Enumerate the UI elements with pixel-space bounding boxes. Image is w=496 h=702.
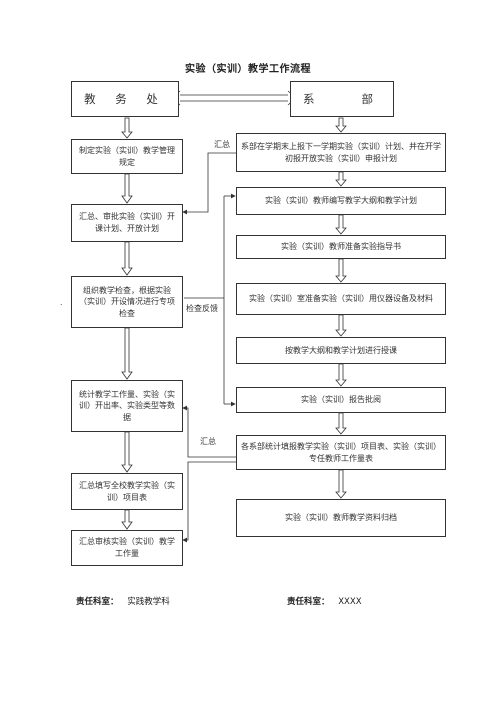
left-step-3: 组织教学检查，根据实验（实训）开设情况进行专项检查 — [71, 276, 183, 328]
label-summary-bottom: 汇总 — [200, 437, 216, 446]
footer-value-1: 实践教学科 — [127, 597, 170, 607]
left-step-4: 统计教学工作量、实验（实训）开出率、实验类型等数据 — [71, 380, 183, 432]
label-check-feedback: 检查反馈 — [186, 304, 218, 313]
footer-value-2: XXXX — [338, 597, 362, 607]
left-step-1: 制定实验（实训）教学管理规定 — [71, 139, 183, 174]
header-academic-affairs: 教 务 处 — [71, 81, 179, 117]
right-step-4: 实验（实训）室准备实验（实训）用仪器设备及材料 — [236, 283, 446, 315]
right-step-8: 实验（实训）教师教学资料归档 — [236, 499, 446, 537]
stray-dot: . — [60, 298, 63, 307]
header-link-arrow — [171, 90, 297, 106]
footer-responsible-2: 责任科室： XXXX — [287, 595, 362, 607]
footer-label-2: 责任科室： — [287, 597, 330, 607]
footer-responsible-1: 责任科室： 实践教学科 — [76, 595, 170, 607]
page-title: 实验（实训）教学工作流程 — [185, 64, 311, 75]
right-step-6: 实验（实训）报告批阅 — [236, 387, 446, 413]
right-step-5: 按教学大纲和教学计划进行授课 — [236, 337, 446, 364]
right-flow-arrows — [335, 117, 347, 499]
right-step-7: 各系部统计填报教学实验（实训）项目表、实验（实训）专任教师工作量表 — [236, 435, 446, 470]
left-flow-arrows — [121, 117, 133, 530]
left-step-2: 汇总、审批实验（实训）开课计划、开放计划 — [71, 204, 183, 242]
right-step-3: 实验（实训）教师准备实验指导书 — [236, 235, 446, 259]
left-step-6: 汇总审核实验（实训）教学工作量 — [71, 530, 183, 566]
left-step-5: 汇总填写全校教学实验（实训）项目表 — [71, 473, 183, 510]
label-summary-top: 汇总 — [214, 140, 230, 149]
right-step-1: 系部在学期末上报下一学期实验（实训）计划、并在开学初报开放实验（实训）申报计划 — [236, 133, 446, 172]
right-step-2: 实验（实训）教师编写教学大纲和教学计划 — [236, 187, 446, 215]
header-department: 系 部 — [290, 81, 394, 117]
footer-label-1: 责任科室： — [76, 597, 119, 607]
